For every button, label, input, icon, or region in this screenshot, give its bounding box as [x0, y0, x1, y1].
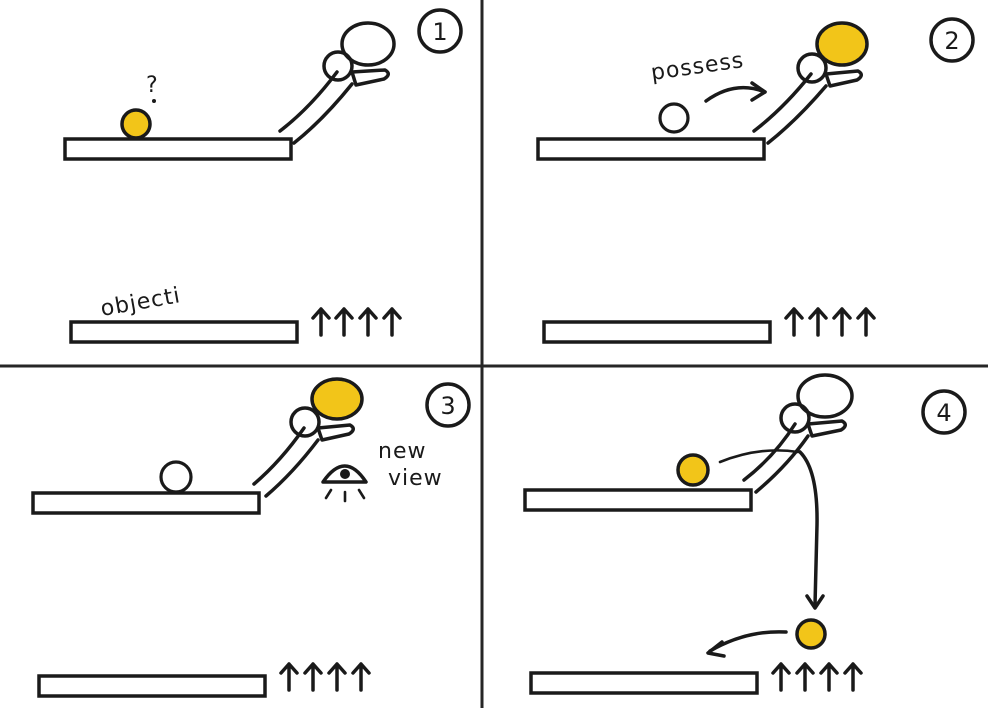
panel-1: 1 ? objecti [63, 8, 463, 344]
upper-platform [523, 488, 753, 512]
object-label: objecti [99, 283, 183, 322]
question-mark: ? [146, 73, 159, 98]
ball-yellow-held [310, 377, 364, 421]
eye-icon [321, 464, 368, 503]
up-arrows [771, 662, 863, 692]
possess-label: possess [649, 48, 745, 86]
svg-text:2: 2 [944, 27, 959, 55]
ball-yellow [120, 108, 152, 140]
panel-2: 2 possess [536, 17, 975, 344]
panel-3: 3 new view [31, 377, 471, 698]
up-arrows [311, 307, 402, 337]
possess-arrow [704, 81, 767, 103]
ball-yellow-falling [795, 618, 827, 650]
lower-platform [542, 320, 772, 344]
ball-empty [658, 102, 690, 134]
panel-number-badge: 4 [921, 389, 967, 435]
upper-platform [31, 491, 261, 515]
ball-empty [159, 460, 193, 494]
panel-number-badge: 2 [929, 17, 975, 63]
panel-number-badge: 1 [417, 8, 463, 54]
svg-text:3: 3 [440, 392, 455, 420]
new-view-label-line2: view [388, 466, 443, 491]
drop-arrow [798, 450, 825, 610]
ball-yellow [676, 453, 710, 487]
panel-4: 4 [523, 373, 967, 695]
lower-platform [69, 320, 299, 344]
svg-text:4: 4 [936, 399, 951, 427]
player-arm-figure [252, 377, 364, 498]
up-arrows [784, 307, 876, 337]
upper-platform [63, 137, 293, 161]
player-arm-figure [752, 21, 869, 145]
player-arm-figure [718, 373, 854, 494]
up-arrows [279, 662, 371, 692]
question-dot [152, 99, 156, 103]
return-arrow [706, 630, 788, 658]
svg-text:1: 1 [432, 18, 447, 46]
ball-yellow-held [815, 21, 869, 67]
lower-platform [37, 674, 267, 698]
upper-platform [536, 137, 766, 161]
new-view-label-line1: new [378, 439, 426, 464]
player-arm-figure [278, 21, 396, 145]
lower-platform [529, 671, 759, 695]
panel-number-badge: 3 [425, 382, 471, 428]
